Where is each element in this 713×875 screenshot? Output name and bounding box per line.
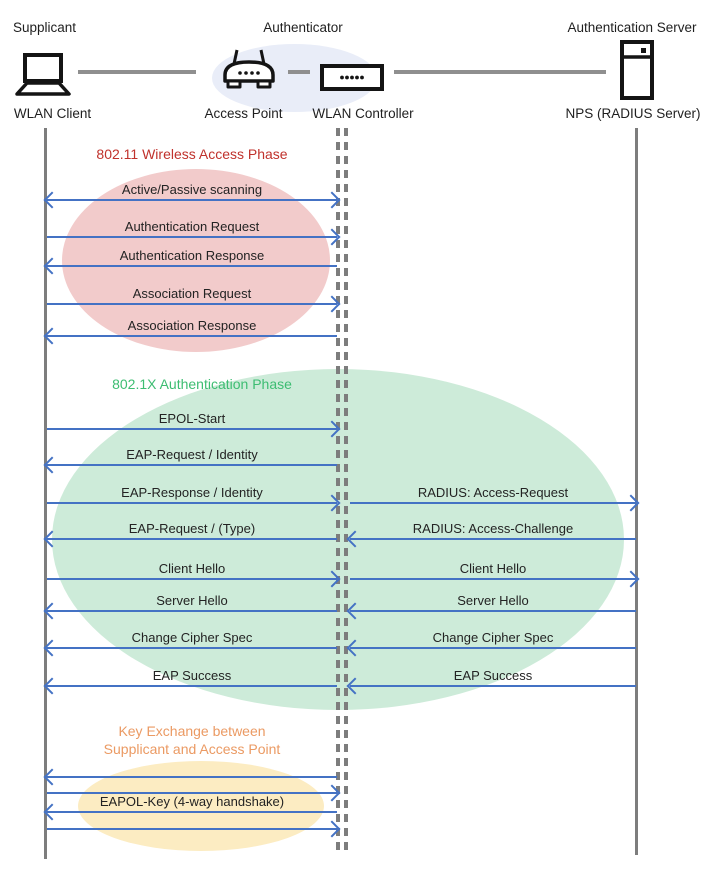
wlan-controller-icon	[320, 64, 384, 91]
access-point-icon	[223, 49, 275, 89]
message-association-request: Association Request	[47, 286, 341, 313]
message-eapol-key-3-labeled: EAPOL-Key (4-way handshake)	[43, 794, 337, 821]
connector-line	[288, 70, 310, 74]
message-association-response: Association Response	[43, 318, 337, 345]
device-label-nps: NPS (RADIUS Server)	[565, 106, 701, 121]
message-authentication-response: Authentication Response	[43, 248, 337, 275]
message-eap-success-right: EAP Success	[346, 668, 636, 695]
device-label-access-point: Access Point	[204, 106, 283, 121]
message-change-cipher-spec-right: Change Cipher Spec	[346, 630, 636, 657]
phase-title-80211-wireless-access: 802.11 Wireless Access Phase	[96, 146, 288, 162]
phase-title-key-exchange: Key Exchange between Supplicant and Acce…	[47, 722, 337, 758]
wlan-controller-lifeline-dashed	[336, 128, 340, 853]
connector-line	[394, 70, 606, 74]
wlan-controller-lifeline-dashed	[344, 128, 348, 853]
message-server-hello-left: Server Hello	[43, 593, 337, 620]
message-change-cipher-spec-left: Change Cipher Spec	[43, 630, 337, 657]
role-label-authentication-server: Authentication Server	[567, 20, 697, 35]
role-label-supplicant: Supplicant	[13, 20, 77, 35]
message-server-hello-right: Server Hello	[346, 593, 636, 620]
message-active-passive-scanning: Active/Passive scanning	[43, 182, 341, 209]
message-eap-response-identity: EAP-Response / Identity	[47, 485, 341, 512]
supplicant-lifeline	[44, 128, 47, 859]
message-eapol-key-2	[47, 784, 341, 802]
message-eap-request-type: EAP-Request / (Type)	[43, 521, 337, 548]
message-client-hello-right: Client Hello	[350, 561, 640, 588]
phase-title-key-exchange-line1: Key Exchange between	[118, 723, 266, 739]
message-eapol-key-4	[47, 820, 341, 838]
device-label-wlan-controller: WLAN Controller	[312, 106, 414, 121]
laptop-icon	[15, 53, 71, 96]
role-label-authenticator: Authenticator	[263, 20, 343, 35]
message-epol-start: EPOL-Start	[47, 411, 341, 438]
phase-title-8021x-authentication: 802.1X Authentication Phase	[112, 376, 292, 392]
auth-server-lifeline	[635, 128, 638, 855]
message-eapol-key-1	[43, 768, 337, 786]
phase-title-key-exchange-line2: Supplicant and Access Point	[103, 741, 281, 757]
device-label-wlan-client: WLAN Client	[13, 106, 92, 121]
connector-line	[78, 70, 196, 74]
message-eap-success-left: EAP Success	[43, 668, 337, 695]
message-eap-request-identity: EAP-Request / Identity	[43, 447, 337, 474]
message-radius-access-request: RADIUS: Access-Request	[350, 485, 640, 512]
message-radius-access-challenge: RADIUS: Access-Challenge	[346, 521, 636, 548]
message-authentication-request: Authentication Request	[47, 219, 341, 246]
message-client-hello-left: Client Hello	[47, 561, 341, 588]
server-icon	[620, 40, 654, 100]
